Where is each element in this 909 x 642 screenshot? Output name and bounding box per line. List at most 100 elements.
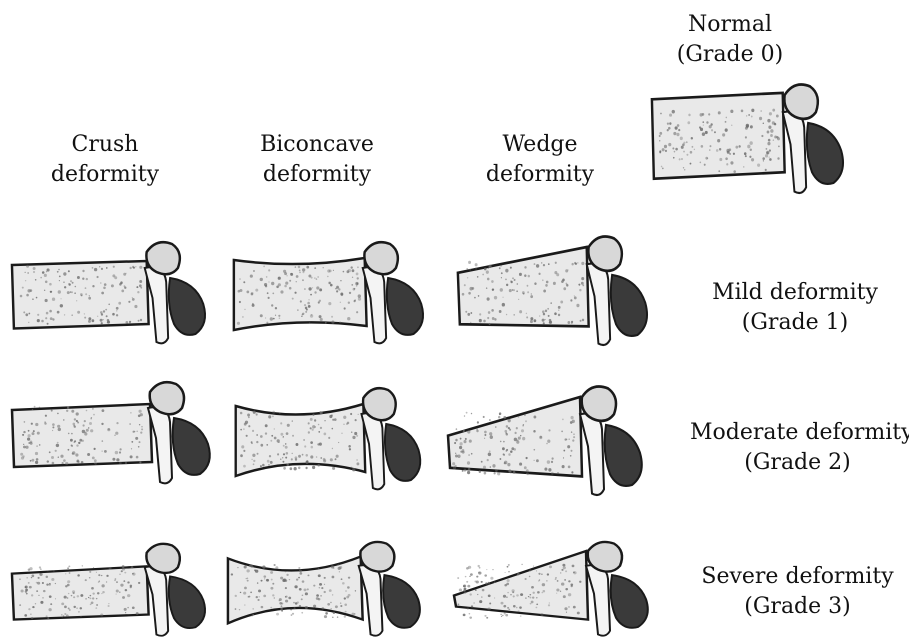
bone-texture-dot bbox=[319, 587, 321, 588]
bone-texture-dot bbox=[74, 292, 76, 294]
bone-texture-dot bbox=[711, 129, 713, 131]
bone-texture-dot bbox=[134, 431, 136, 433]
bone-texture-dot bbox=[266, 276, 268, 278]
bone-texture-dot bbox=[275, 307, 277, 309]
bone-texture-dot bbox=[53, 570, 54, 571]
bone-texture-dot bbox=[469, 269, 471, 271]
bone-texture-dot bbox=[286, 464, 288, 467]
bone-texture-dot bbox=[530, 317, 533, 320]
bone-texture-dot bbox=[510, 267, 512, 269]
bone-texture-dot bbox=[262, 565, 265, 568]
bone-texture-dot bbox=[549, 602, 550, 603]
bone-texture-dot bbox=[36, 297, 38, 299]
bone-texture-dot bbox=[501, 602, 504, 605]
bone-texture-dot bbox=[73, 423, 76, 426]
bone-texture-dot bbox=[89, 571, 91, 573]
bone-texture-dot bbox=[338, 442, 339, 443]
bone-texture-dot bbox=[475, 263, 478, 266]
bone-texture-dot bbox=[19, 604, 21, 606]
bone-texture-dot bbox=[541, 574, 543, 575]
bone-texture-dot bbox=[106, 267, 107, 268]
bone-texture-dot bbox=[759, 117, 762, 120]
bone-texture-dot bbox=[347, 422, 349, 425]
bone-texture-dot bbox=[502, 615, 504, 616]
bone-texture-dot bbox=[278, 442, 279, 443]
bone-texture-dot bbox=[45, 415, 47, 417]
bone-texture-dot bbox=[90, 604, 92, 606]
bone-texture-dot bbox=[272, 583, 274, 585]
bone-texture-dot bbox=[298, 455, 301, 458]
bone-texture-dot bbox=[460, 442, 463, 445]
bone-texture-dot bbox=[566, 439, 568, 441]
bone-texture-dot bbox=[30, 289, 33, 292]
bone-texture-dot bbox=[489, 419, 491, 421]
bone-texture-dot bbox=[288, 597, 291, 600]
bone-texture-dot bbox=[726, 163, 728, 165]
bone-texture-dot bbox=[509, 289, 512, 292]
bone-texture-dot bbox=[74, 426, 76, 428]
bone-texture-dot bbox=[77, 595, 80, 597]
bone-texture-dot bbox=[307, 302, 310, 305]
bone-texture-dot bbox=[240, 592, 242, 593]
bone-texture-dot bbox=[573, 571, 575, 573]
bone-texture-dot bbox=[340, 605, 342, 607]
bone-texture-dot bbox=[82, 278, 84, 280]
bone-texture-dot bbox=[530, 594, 532, 595]
vertebra-severe-wedge bbox=[448, 538, 658, 640]
bone-texture-dot bbox=[548, 468, 551, 471]
bone-texture-dot bbox=[58, 290, 61, 293]
bone-texture-dot bbox=[125, 462, 127, 464]
superior-facet bbox=[150, 382, 184, 414]
bone-texture-dot bbox=[125, 612, 126, 613]
bone-texture-dot bbox=[513, 595, 515, 597]
bone-texture-dot bbox=[770, 129, 773, 133]
bone-texture-dot bbox=[662, 148, 665, 151]
bone-texture-dot bbox=[476, 428, 478, 430]
bone-texture-dot bbox=[571, 471, 573, 473]
vertebral-body bbox=[236, 404, 366, 476]
bone-texture-dot bbox=[564, 579, 566, 581]
bone-texture-dot bbox=[328, 282, 331, 285]
bone-texture-dot bbox=[52, 462, 55, 465]
bone-texture-dot bbox=[139, 284, 142, 287]
bone-texture-dot bbox=[352, 269, 355, 272]
bone-texture-dot bbox=[702, 132, 705, 136]
bone-texture-dot bbox=[557, 472, 559, 474]
bone-texture-dot bbox=[582, 319, 584, 322]
bone-texture-dot bbox=[240, 412, 242, 415]
bone-texture-dot bbox=[20, 295, 23, 298]
bone-texture-dot bbox=[468, 468, 471, 471]
bone-texture-dot bbox=[120, 584, 123, 587]
bone-texture-dot bbox=[246, 578, 248, 580]
bone-texture-dot bbox=[47, 570, 48, 571]
bone-texture-dot bbox=[534, 282, 536, 285]
vertebral-body bbox=[652, 93, 785, 179]
bone-texture-dot bbox=[283, 445, 285, 447]
bone-texture-dot bbox=[520, 435, 521, 437]
bone-texture-dot bbox=[268, 269, 270, 271]
bone-texture-dot bbox=[508, 571, 510, 573]
bone-texture-dot bbox=[45, 281, 48, 284]
bone-texture-dot bbox=[89, 577, 91, 578]
bone-texture-dot bbox=[455, 439, 457, 442]
bone-texture-dot bbox=[250, 592, 252, 594]
bone-texture-dot bbox=[676, 133, 679, 136]
bone-texture-dot bbox=[312, 429, 314, 431]
bone-texture-dot bbox=[672, 147, 674, 149]
bone-texture-dot bbox=[725, 121, 727, 123]
bone-texture-dot bbox=[340, 280, 341, 281]
bone-texture-dot bbox=[243, 428, 245, 430]
bone-texture-dot bbox=[533, 592, 535, 594]
bone-texture-dot bbox=[675, 126, 678, 129]
bone-texture-dot bbox=[301, 316, 302, 317]
bone-texture-dot bbox=[769, 158, 772, 161]
bone-texture-dot bbox=[106, 581, 107, 582]
bone-texture-dot bbox=[776, 136, 778, 139]
bone-texture-dot bbox=[761, 135, 763, 137]
bone-texture-dot bbox=[560, 572, 561, 573]
bone-texture-dot bbox=[241, 445, 244, 448]
pedicle bbox=[783, 111, 806, 193]
bone-texture-dot bbox=[60, 455, 63, 458]
bone-texture-dot bbox=[104, 283, 107, 286]
bone-texture-dot bbox=[476, 576, 478, 578]
